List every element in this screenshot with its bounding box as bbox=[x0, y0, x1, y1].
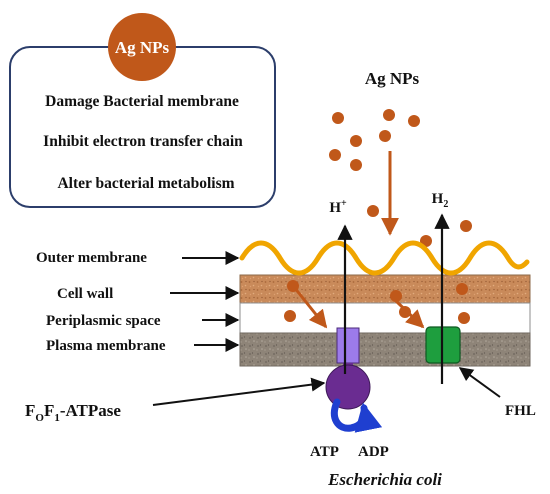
silver-nanoparticles bbox=[329, 109, 472, 247]
periplasmic-space-label: Periplasmic space bbox=[46, 313, 161, 329]
effect-item: Inhibit electron transfer chain bbox=[43, 133, 243, 150]
organism-label: Escherichia coli bbox=[327, 470, 442, 489]
nanoparticle bbox=[456, 283, 468, 295]
plasma-membrane-label: Plasma membrane bbox=[46, 338, 166, 354]
cell-wall-layer bbox=[239, 274, 531, 304]
effect-item: Damage Bacterial membrane bbox=[45, 93, 239, 110]
nanoparticle bbox=[284, 310, 296, 322]
periplasmic-space-layer bbox=[239, 302, 531, 334]
nanoparticle bbox=[458, 312, 470, 324]
outer-membrane-label: Outer membrane bbox=[36, 250, 147, 266]
nanoparticle bbox=[329, 149, 341, 161]
np-entry-arrow bbox=[393, 298, 425, 329]
ag-nps-label: Ag NPs bbox=[365, 69, 420, 88]
nanoparticle bbox=[408, 115, 420, 127]
cell-wall-label: Cell wall bbox=[57, 286, 113, 302]
nanoparticle bbox=[332, 112, 344, 124]
nanoparticle bbox=[367, 205, 379, 217]
ag-np-badge bbox=[108, 13, 176, 81]
adp-label: ADP bbox=[358, 444, 389, 460]
outer-membrane-wave bbox=[239, 240, 530, 276]
hydrogen-label: H2 bbox=[432, 191, 449, 210]
fhl-pointer bbox=[458, 367, 501, 398]
nanoparticle bbox=[460, 220, 472, 232]
atpase-f1-head bbox=[325, 364, 371, 410]
effect-item: Alter bacterial metabolism bbox=[57, 175, 234, 192]
atpase-fo-channel bbox=[336, 327, 360, 364]
np-entry-arrow bbox=[288, 281, 328, 329]
nanoparticle bbox=[350, 135, 362, 147]
atpase-label: FOF1-ATPase bbox=[25, 401, 121, 424]
nanoparticle bbox=[350, 159, 362, 171]
nanoparticle bbox=[383, 109, 395, 121]
proton-label: H+ bbox=[329, 198, 347, 216]
plasma-membrane-layer bbox=[239, 332, 531, 367]
fhl-label: FHL bbox=[505, 403, 536, 419]
atp-label: ATP bbox=[310, 444, 339, 460]
nanoparticle bbox=[390, 290, 402, 302]
atpase-pointer bbox=[152, 377, 326, 406]
embedded-nanoparticles bbox=[284, 280, 470, 324]
ag-np-badge-label: Ag NPs bbox=[115, 38, 170, 57]
atp-adp-conversion-arrow bbox=[330, 398, 383, 433]
nanoparticle bbox=[379, 130, 391, 142]
